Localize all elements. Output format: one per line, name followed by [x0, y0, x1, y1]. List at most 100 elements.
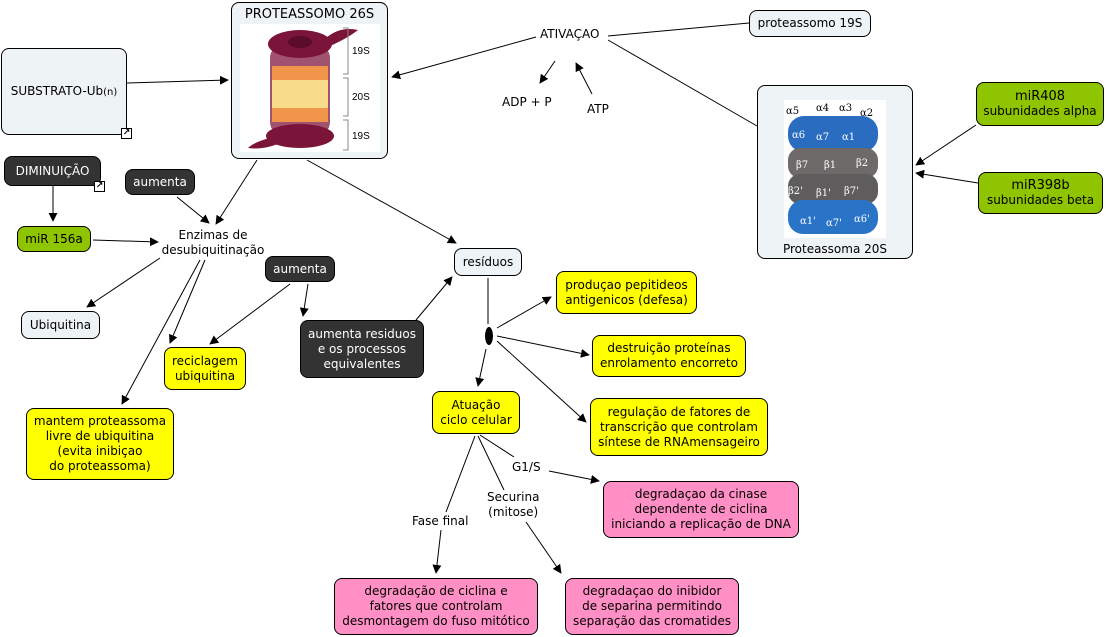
ubiquitina-label: Ubiquitina — [29, 317, 92, 332]
subunit-a1: α1 — [842, 132, 855, 143]
subunit-a1p: α1' — [800, 216, 816, 227]
securina-line-2: (mitose) — [488, 505, 539, 519]
node-deg-cinase[interactable]: degradaçao da cinase dependente de cicli… — [603, 481, 799, 538]
label-g1s[interactable]: G1/S — [512, 460, 541, 474]
subunit-a5: α5 — [786, 106, 799, 117]
residuos-label: resíduos — [462, 254, 514, 269]
deg-inibidor-line-2: de separina permitindo — [582, 599, 722, 613]
atuacao-line-2: ciclo celular — [440, 412, 512, 427]
subunit-b1: β1 — [824, 160, 836, 171]
subunit-a7p: α7' — [826, 218, 842, 229]
link-ativacao-20s — [607, 39, 758, 127]
link-substrato-proteassomo — [126, 75, 229, 85]
node-proteassomo-26s[interactable]: PROTEASSOMO 26S 19S 20S 19S — [231, 2, 388, 159]
shortcut-icon[interactable]: ↗ — [94, 181, 105, 192]
deg-inibidor-line-1: degradaçao do inibidor — [582, 584, 722, 598]
deg-cinase-line-3: iniciando a replicação de DNA — [611, 517, 791, 531]
subunit-b7: β7 — [796, 160, 808, 171]
link-proteassomo-residuos — [306, 159, 457, 244]
proteassoma-20s-caption: Proteassoma 20S — [782, 242, 888, 256]
enzimas-line-2: desubiquitinação — [161, 243, 265, 257]
enzimas-line-1: Enzimas de — [178, 228, 248, 242]
mir408-subtitle: subunidades alpha — [983, 104, 1097, 118]
mir156a-label: miR 156a — [25, 231, 83, 246]
link-aumenta2-reciclagem — [209, 283, 291, 345]
link-aumenta1-enzimas — [176, 196, 210, 224]
node-mir408[interactable]: miR408 subunidades alpha — [976, 82, 1104, 126]
link-enzimas-reciclagem — [169, 259, 206, 344]
node-aumenta-2[interactable]: aumenta — [265, 256, 335, 282]
link-enzimas-mantem — [121, 259, 201, 405]
link-ativacao-proteassomo — [391, 36, 537, 80]
link-junction-destruicao — [496, 335, 590, 358]
aumenta-1-label: aumenta — [133, 174, 187, 189]
reciclagem-line-1: reciclagem — [172, 353, 238, 368]
link-junction-regulacao — [496, 340, 587, 423]
link-mir156a-enzimas — [92, 237, 159, 247]
node-enzimas[interactable]: Enzimas de desubiquitinação — [160, 228, 266, 258]
node-aumenta-1[interactable]: aumenta — [125, 169, 195, 195]
destruicao-line-2: enrolamento encorreto — [600, 356, 738, 370]
reciclagem-line-2: ubiquitina — [174, 368, 236, 383]
node-regulacao[interactable]: regulação de fatores de transcrição que … — [590, 398, 768, 456]
mir408-title: miR408 — [1014, 89, 1066, 104]
junction-node — [485, 327, 493, 345]
diminuicao-label: DIMINUIÇÃO — [15, 163, 90, 178]
link-mir398b-20s — [915, 169, 979, 184]
node-ativacao[interactable]: ATIVAÇAO — [540, 27, 600, 41]
node-mantem[interactable]: mantem proteassoma livre de ubiquitina (… — [26, 408, 174, 480]
subunit-a3: α3 — [839, 103, 852, 114]
subunit-b1p: β1' — [816, 188, 831, 199]
link-securina-deginibidor — [525, 521, 562, 574]
node-reciclagem[interactable]: reciclagem ubiquitina — [164, 347, 246, 390]
aumenta-2-label: aumenta — [273, 261, 327, 276]
node-deg-inibidor[interactable]: degradaçao do inibidor de separina permi… — [565, 578, 739, 635]
producao-line-1: produçao pepitideos — [565, 277, 688, 292]
proteassomo-19s-label: proteassomo 19S — [757, 16, 863, 30]
node-substrato[interactable]: SUBSTRATO-Ub(n) — [1, 48, 127, 135]
subunit-rows — [788, 116, 878, 234]
node-producao[interactable]: produçao pepitideos antigenicos (defesa) — [556, 271, 697, 314]
regulacao-line-3: síntese de RNAmensageiro — [598, 434, 760, 449]
producao-line-2: antigenicos (defesa) — [565, 292, 688, 307]
node-diminuicao[interactable]: DIMINUIÇÃO — [4, 156, 101, 186]
label-19s-bottom: 19S — [352, 131, 370, 142]
aumenta-residuos-line-3: equivalentes — [323, 356, 401, 371]
subunit-b2: β2 — [856, 158, 868, 169]
deg-ciclina-line-3: desmontagem do fuso mitótico — [342, 614, 530, 628]
regulacao-line-2: transcrição que controlam — [600, 419, 758, 434]
substrato-label: SUBSTRATO-Ub(n) — [11, 84, 117, 100]
link-atp-ativacao — [575, 62, 593, 95]
label-fase-final[interactable]: Fase final — [412, 514, 469, 528]
node-atp[interactable]: ATP — [587, 102, 609, 116]
destruicao-line-1: destruição proteínas — [607, 341, 731, 355]
node-adp[interactable]: ADP + P — [502, 95, 552, 109]
node-destruicao[interactable]: destruição proteínas enrolamento encorre… — [592, 335, 746, 377]
node-ubiquitina[interactable]: Ubiquitina — [21, 311, 100, 339]
subunit-a2: α2 — [860, 108, 873, 119]
mir398b-subtitle: subunidades beta — [986, 193, 1095, 207]
mantem-line-3: (evita inibiçao — [57, 444, 143, 458]
mantem-line-1: mantem proteassoma — [33, 414, 167, 428]
subunit-a4: α4 — [816, 103, 829, 114]
link-aumentaresiduos-residuos — [415, 276, 453, 321]
link-proteassomo-enzimas — [215, 159, 258, 225]
node-residuos[interactable]: resíduos — [454, 248, 522, 276]
label-securina[interactable]: Securina (mitose) — [487, 490, 539, 520]
node-atuacao[interactable]: Atuação ciclo celular — [432, 391, 520, 434]
substrato-text: SUBSTRATO-Ub — [10, 83, 104, 98]
node-aumenta-residuos[interactable]: aumenta residuos e os processos equivale… — [300, 320, 424, 378]
link-g1s-degcinase — [548, 470, 600, 484]
mantem-line-4: do proteassoma) — [49, 459, 151, 473]
node-proteassoma-20s[interactable]: α5 α4 α3 α2 α6 α7 α1 β7 β1 β2 β2' β1' β7… — [757, 85, 913, 259]
node-mir398b[interactable]: miR398b subunidades beta — [978, 172, 1103, 214]
node-deg-ciclina[interactable]: degradação de ciclina e fatores que cont… — [334, 578, 538, 635]
proteassomo-26s-title: PROTEASSOMO 26S — [244, 7, 375, 22]
regulacao-line-1: regulação de fatores de — [607, 404, 751, 419]
substrato-subscript: (n) — [103, 86, 118, 98]
shortcut-icon[interactable]: ↗ — [121, 128, 132, 139]
deg-inibidor-line-3: separação das cromatides — [573, 614, 731, 628]
node-mir156a[interactable]: miR 156a — [17, 226, 91, 252]
node-proteassomo-19s[interactable]: proteassomo 19S — [749, 10, 871, 37]
